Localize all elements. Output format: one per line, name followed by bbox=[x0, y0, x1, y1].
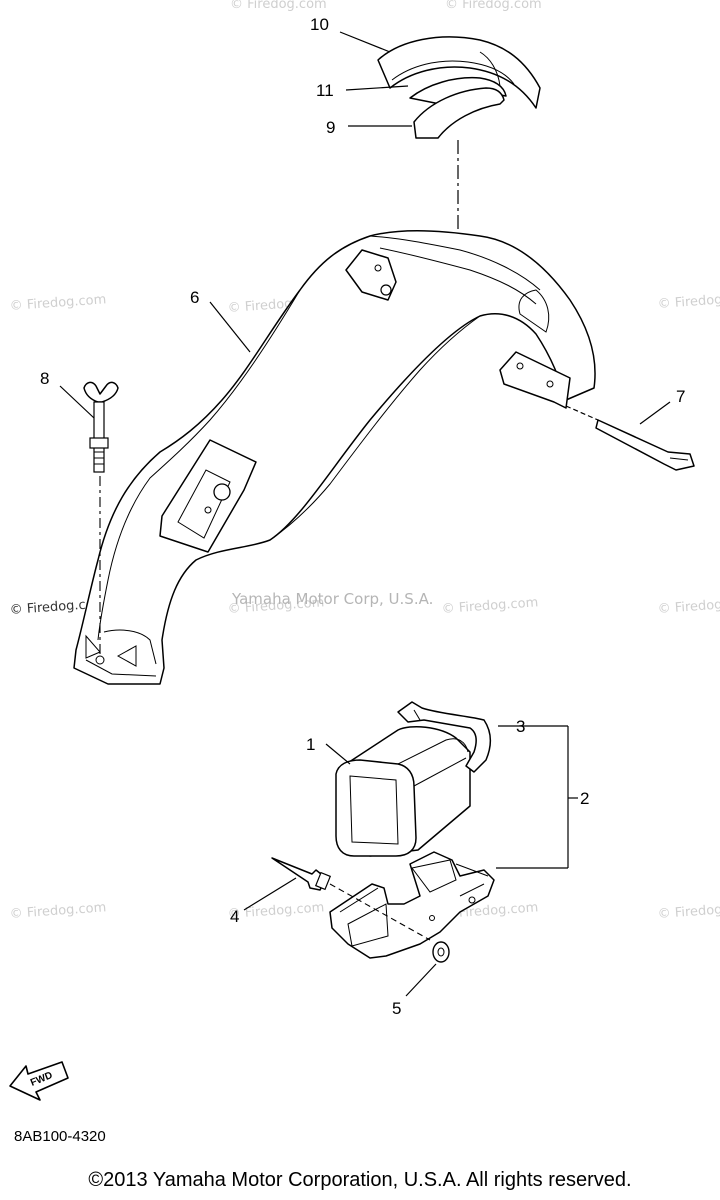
callout-5: 5 bbox=[392, 999, 401, 1018]
part-1-unit bbox=[335, 725, 471, 857]
watermark-main: Yamaha Motor Corp, U.S.A. bbox=[231, 590, 433, 608]
callout-6: 6 bbox=[190, 288, 199, 307]
watermark-tile: © Firedog.com bbox=[657, 595, 720, 617]
watermark-tile: © Firedog.com bbox=[657, 900, 720, 922]
watermark-layer: © Firedog.com © Firedog.com © Firedog.co… bbox=[9, 0, 720, 922]
watermark-tile: © Firedog.com bbox=[227, 595, 324, 617]
watermark-tile-dark: © Firedog.com bbox=[9, 596, 106, 618]
watermark-tile: © Firedog.com bbox=[657, 290, 720, 312]
callout-1: 1 bbox=[306, 735, 315, 754]
watermark-tile: © Firedog.com bbox=[441, 595, 538, 617]
fwd-arrow-icon: FWD bbox=[9, 1061, 69, 1101]
part-10-emblem bbox=[377, 36, 541, 109]
part-3-band bbox=[397, 701, 491, 773]
part-8-wing-bolt bbox=[83, 381, 119, 654]
watermark-tile: © Firedog.com bbox=[227, 900, 324, 922]
callout-3: 3 bbox=[516, 717, 525, 736]
callout-2: 2 bbox=[580, 789, 589, 808]
leader-lines bbox=[59, 31, 671, 997]
part-2-bracket bbox=[329, 851, 495, 959]
callout-11: 11 bbox=[316, 81, 334, 100]
part-5-nut bbox=[432, 941, 450, 963]
part-9-plate bbox=[413, 87, 505, 139]
part-6-rear-fender bbox=[73, 229, 596, 685]
part-7-rod bbox=[565, 405, 695, 471]
watermark-tile: © Firedog.com bbox=[9, 292, 106, 314]
part-4-screw bbox=[271, 857, 431, 941]
callout-numbers: 10 11 9 6 8 7 1 3 2 4 5 bbox=[40, 15, 685, 1018]
watermark-tile: © Firedog.com bbox=[445, 0, 542, 12]
watermark-tile: © Firedog.com bbox=[9, 900, 106, 922]
callout-7: 7 bbox=[676, 387, 685, 406]
diagram-code: 8AB100-4320 bbox=[14, 1128, 106, 1145]
callout-8: 8 bbox=[40, 369, 49, 388]
callout-9: 9 bbox=[326, 118, 335, 137]
callout-10: 10 bbox=[310, 15, 329, 34]
callout-4: 4 bbox=[230, 907, 239, 926]
copyright-notice: ©2013 Yamaha Motor Corporation, U.S.A. A… bbox=[88, 1169, 632, 1191]
watermark-tile: © Firedog.com bbox=[230, 0, 327, 12]
